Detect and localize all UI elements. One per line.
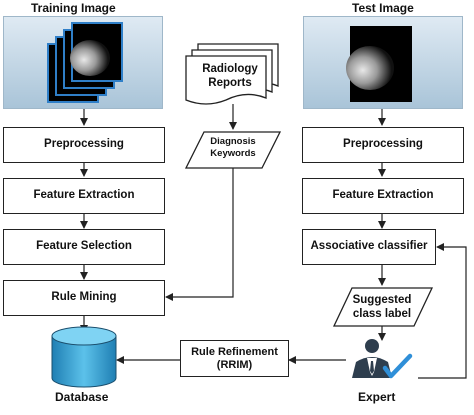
reports-line-1: Radiology: [202, 63, 258, 75]
training-image-heading: Training Image: [31, 1, 116, 15]
keywords-line-2: Keywords: [210, 148, 256, 159]
database-cylinder-icon: [51, 326, 117, 388]
rule-refinement-box: Rule Refinement (RRIM): [180, 340, 289, 377]
rule-mining-box: Rule Mining: [3, 280, 165, 316]
training-feature-extraction-box: Feature Extraction: [3, 178, 165, 214]
keywords-line-1: Diagnosis: [210, 136, 256, 147]
test-image-heading: Test Image: [352, 1, 414, 15]
test-feature-extraction-box: Feature Extraction: [302, 178, 464, 214]
database-label: Database: [55, 390, 109, 404]
training-preprocessing-box: Preprocessing: [3, 127, 165, 163]
checkmark-icon: [382, 353, 413, 379]
test-mammogram-image: [346, 26, 412, 102]
suggested-class-label-shape: [332, 287, 434, 327]
feature-selection-box: Feature Selection: [3, 229, 165, 265]
document-stack-icon: [185, 43, 279, 105]
radiology-reports-label: Radiology Reports: [196, 62, 264, 90]
suggested-class-label-text: Suggested class label: [340, 293, 424, 321]
diagnosis-keywords-label: Diagnosis Keywords: [196, 136, 270, 160]
associative-classifier-box: Associative classifier: [302, 229, 436, 265]
refinement-line-1: Rule Refinement: [191, 345, 278, 358]
expert-label: Expert: [358, 390, 396, 404]
suggested-line-2: class label: [352, 308, 412, 320]
expert-person-icon: [352, 339, 392, 378]
refinement-line-2: (RRIM): [216, 358, 253, 371]
diagnosis-keywords-shape: [184, 131, 282, 169]
reports-line-2: Reports: [208, 77, 252, 89]
training-image-stack: [47, 22, 123, 103]
test-preprocessing-box: Preprocessing: [302, 127, 464, 163]
suggested-line-1: Suggested: [352, 294, 412, 306]
